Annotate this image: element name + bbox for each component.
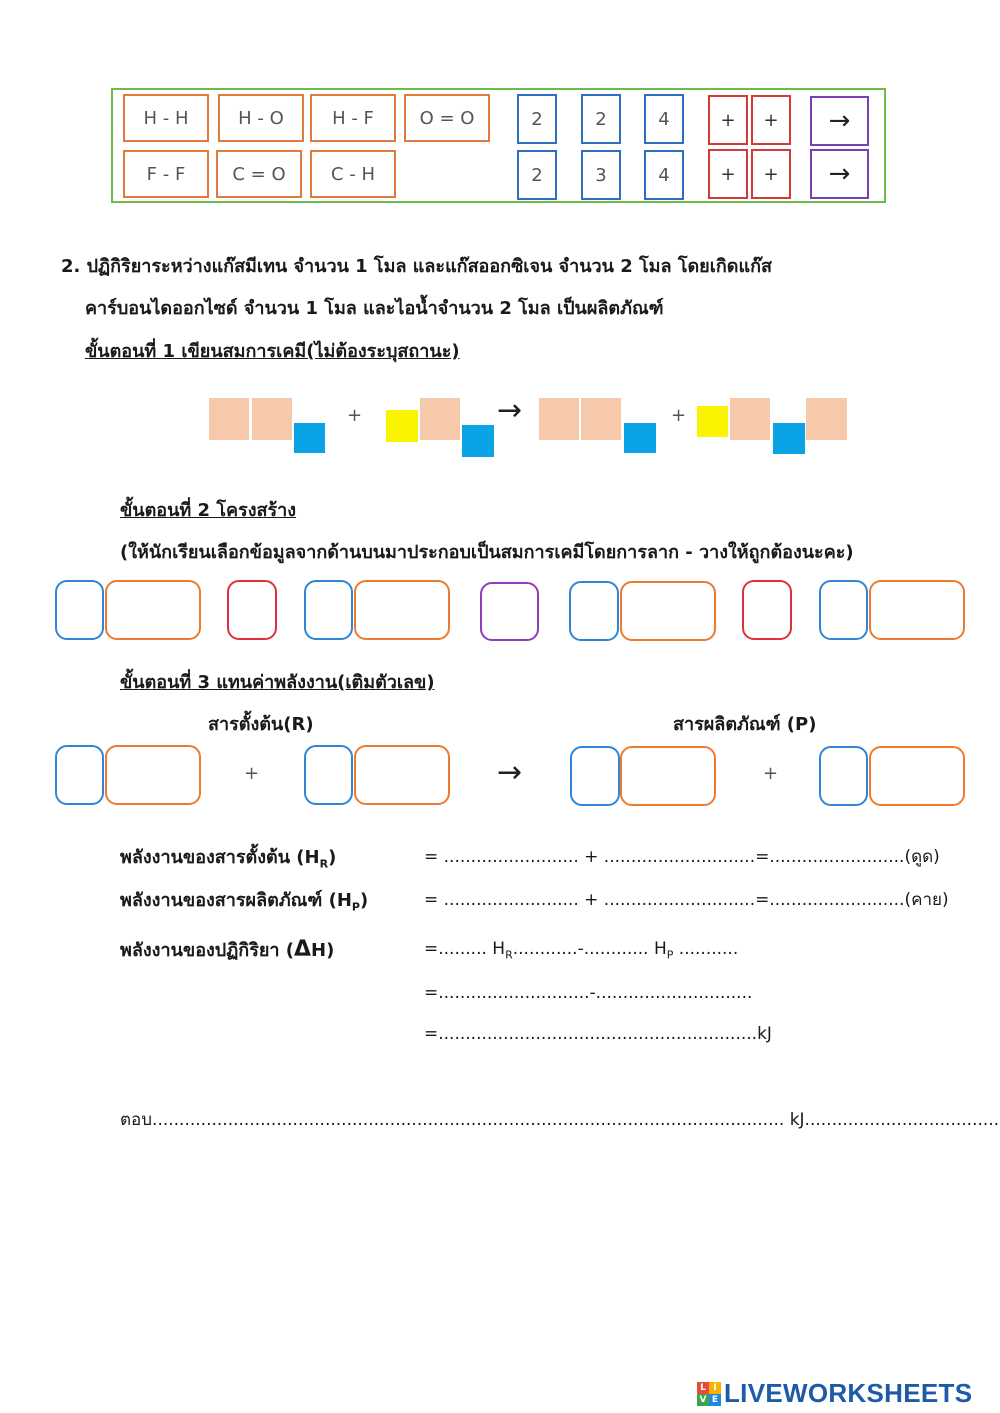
answer-square[interactable] — [209, 398, 249, 440]
drop-slot-coefficient[interactable] — [569, 581, 619, 641]
input-slot-coefficient[interactable] — [819, 746, 868, 806]
plus-tile[interactable]: + — [708, 149, 748, 199]
drop-slot-bond[interactable] — [869, 580, 965, 640]
coefficient-tile[interactable]: 4 — [644, 94, 684, 144]
drop-slot-bond[interactable] — [105, 580, 201, 640]
coefficient-tile[interactable]: 2 — [517, 150, 557, 200]
input-slot-energy[interactable] — [105, 745, 201, 805]
products-label: สารผลิตภัณฑ์ (P) — [673, 714, 817, 735]
plus-sign: + — [347, 405, 363, 426]
bond-tile[interactable]: H - O — [218, 94, 304, 142]
input-slot-coefficient[interactable] — [304, 745, 353, 805]
drop-slot-coefficient[interactable] — [819, 580, 868, 640]
answer-square[interactable] — [539, 398, 579, 440]
word-bank — [111, 88, 886, 203]
drop-slot-plus[interactable] — [742, 580, 792, 640]
input-slot-energy[interactable] — [354, 745, 450, 805]
coefficient-tile[interactable]: 2 — [581, 94, 621, 144]
drop-slot-plus[interactable] — [227, 580, 277, 640]
plus-sign: + — [244, 763, 260, 784]
plus-sign: + — [763, 763, 779, 784]
liveworksheets-logo: L I V E LIVEWORKSHEETS — [697, 1378, 972, 1409]
plus-tile[interactable]: + — [751, 95, 791, 145]
hp-answer-line[interactable]: = ......................... + ..........… — [424, 890, 949, 910]
hp-label: พลังงานของสารผลิตภัณฑ์ (HP) — [120, 890, 369, 914]
coefficient-tile[interactable]: 4 — [644, 150, 684, 200]
bond-tile[interactable]: H - H — [123, 94, 209, 142]
drop-slot-coefficient[interactable] — [55, 580, 104, 640]
step-2-heading: ขั้นตอนที่ 2 โครงสร้าง — [120, 500, 297, 521]
step-2-instruction: (ให้นักเรียนเลือกข้อมูลจากด้านบนมาประกอบ… — [120, 542, 854, 563]
reactants-label: สารตั้งต้น(R) — [208, 714, 314, 735]
answer-square[interactable] — [581, 398, 621, 440]
answer-square[interactable] — [294, 423, 325, 453]
logo-mark-icon: L I V E — [697, 1381, 721, 1406]
delta-symbol: Δ — [294, 937, 312, 962]
dh-formula-line[interactable]: =......... HR............-............ H… — [424, 939, 739, 962]
arrow-tile[interactable]: → — [810, 149, 869, 199]
question-line-2: คาร์บอนไดออกไซด์ จำนวน 1 โมล และไอน้ำจำน… — [85, 298, 664, 319]
step-1-heading: ขั้นตอนที่ 1 เขียนสมการเคมี(ไม่ต้องระบุส… — [85, 341, 460, 362]
answer-square[interactable] — [386, 410, 418, 442]
bond-tile[interactable]: H - F — [310, 94, 396, 142]
plus-tile[interactable]: + — [708, 95, 748, 145]
input-slot-coefficient[interactable] — [570, 746, 620, 806]
input-slot-energy[interactable] — [869, 746, 965, 806]
bond-tile[interactable]: F - F — [123, 150, 209, 198]
input-slot-energy[interactable] — [620, 746, 716, 806]
input-slot-coefficient[interactable] — [55, 745, 104, 805]
answer-square[interactable] — [730, 398, 770, 440]
drop-slot-bond[interactable] — [620, 581, 716, 641]
answer-square[interactable] — [252, 398, 292, 440]
step-3-heading: ขั้นตอนที่ 3 แทนค่าพลังงาน(เติมตัวเลข) — [120, 672, 435, 693]
coefficient-tile[interactable]: 2 — [517, 94, 557, 144]
answer-square[interactable] — [420, 398, 460, 440]
reaction-arrow: → — [497, 393, 523, 428]
arrow-tile[interactable]: → — [810, 96, 869, 146]
reaction-arrow: → — [497, 755, 523, 790]
answer-square[interactable] — [773, 423, 805, 454]
logo-text: LIVEWORKSHEETS — [724, 1378, 973, 1408]
coefficient-tile[interactable]: 3 — [581, 150, 621, 200]
dh-label: พลังงานของปฏิกิริยา (ΔH) — [120, 937, 335, 962]
answer-square[interactable] — [462, 425, 494, 457]
answer-square[interactable] — [697, 406, 728, 437]
dh-substitution-line[interactable]: =............................-..........… — [424, 983, 753, 1003]
plus-sign: + — [671, 405, 687, 426]
final-answer-line[interactable]: ตอบ.....................................… — [120, 1110, 1000, 1130]
hr-label: พลังงานของสารตั้งต้น (HR) — [120, 847, 337, 871]
answer-square[interactable] — [624, 423, 656, 453]
bond-tile[interactable]: C = O — [216, 150, 302, 198]
bond-tile[interactable]: O = O — [404, 94, 490, 142]
answer-square[interactable] — [806, 398, 847, 440]
question-line-1: 2. ปฏิกิริยาระหว่างแก๊สมีเทน จำนวน 1 โมล… — [61, 256, 772, 277]
hr-answer-line[interactable]: = ......................... + ..........… — [424, 847, 940, 867]
plus-tile[interactable]: + — [751, 149, 791, 199]
drop-slot-bond[interactable] — [354, 580, 450, 640]
drop-slot-arrow[interactable] — [480, 582, 539, 641]
bond-tile[interactable]: C - H — [310, 150, 396, 198]
drop-slot-coefficient[interactable] — [304, 580, 353, 640]
dh-result-line[interactable]: =.......................................… — [424, 1024, 772, 1044]
